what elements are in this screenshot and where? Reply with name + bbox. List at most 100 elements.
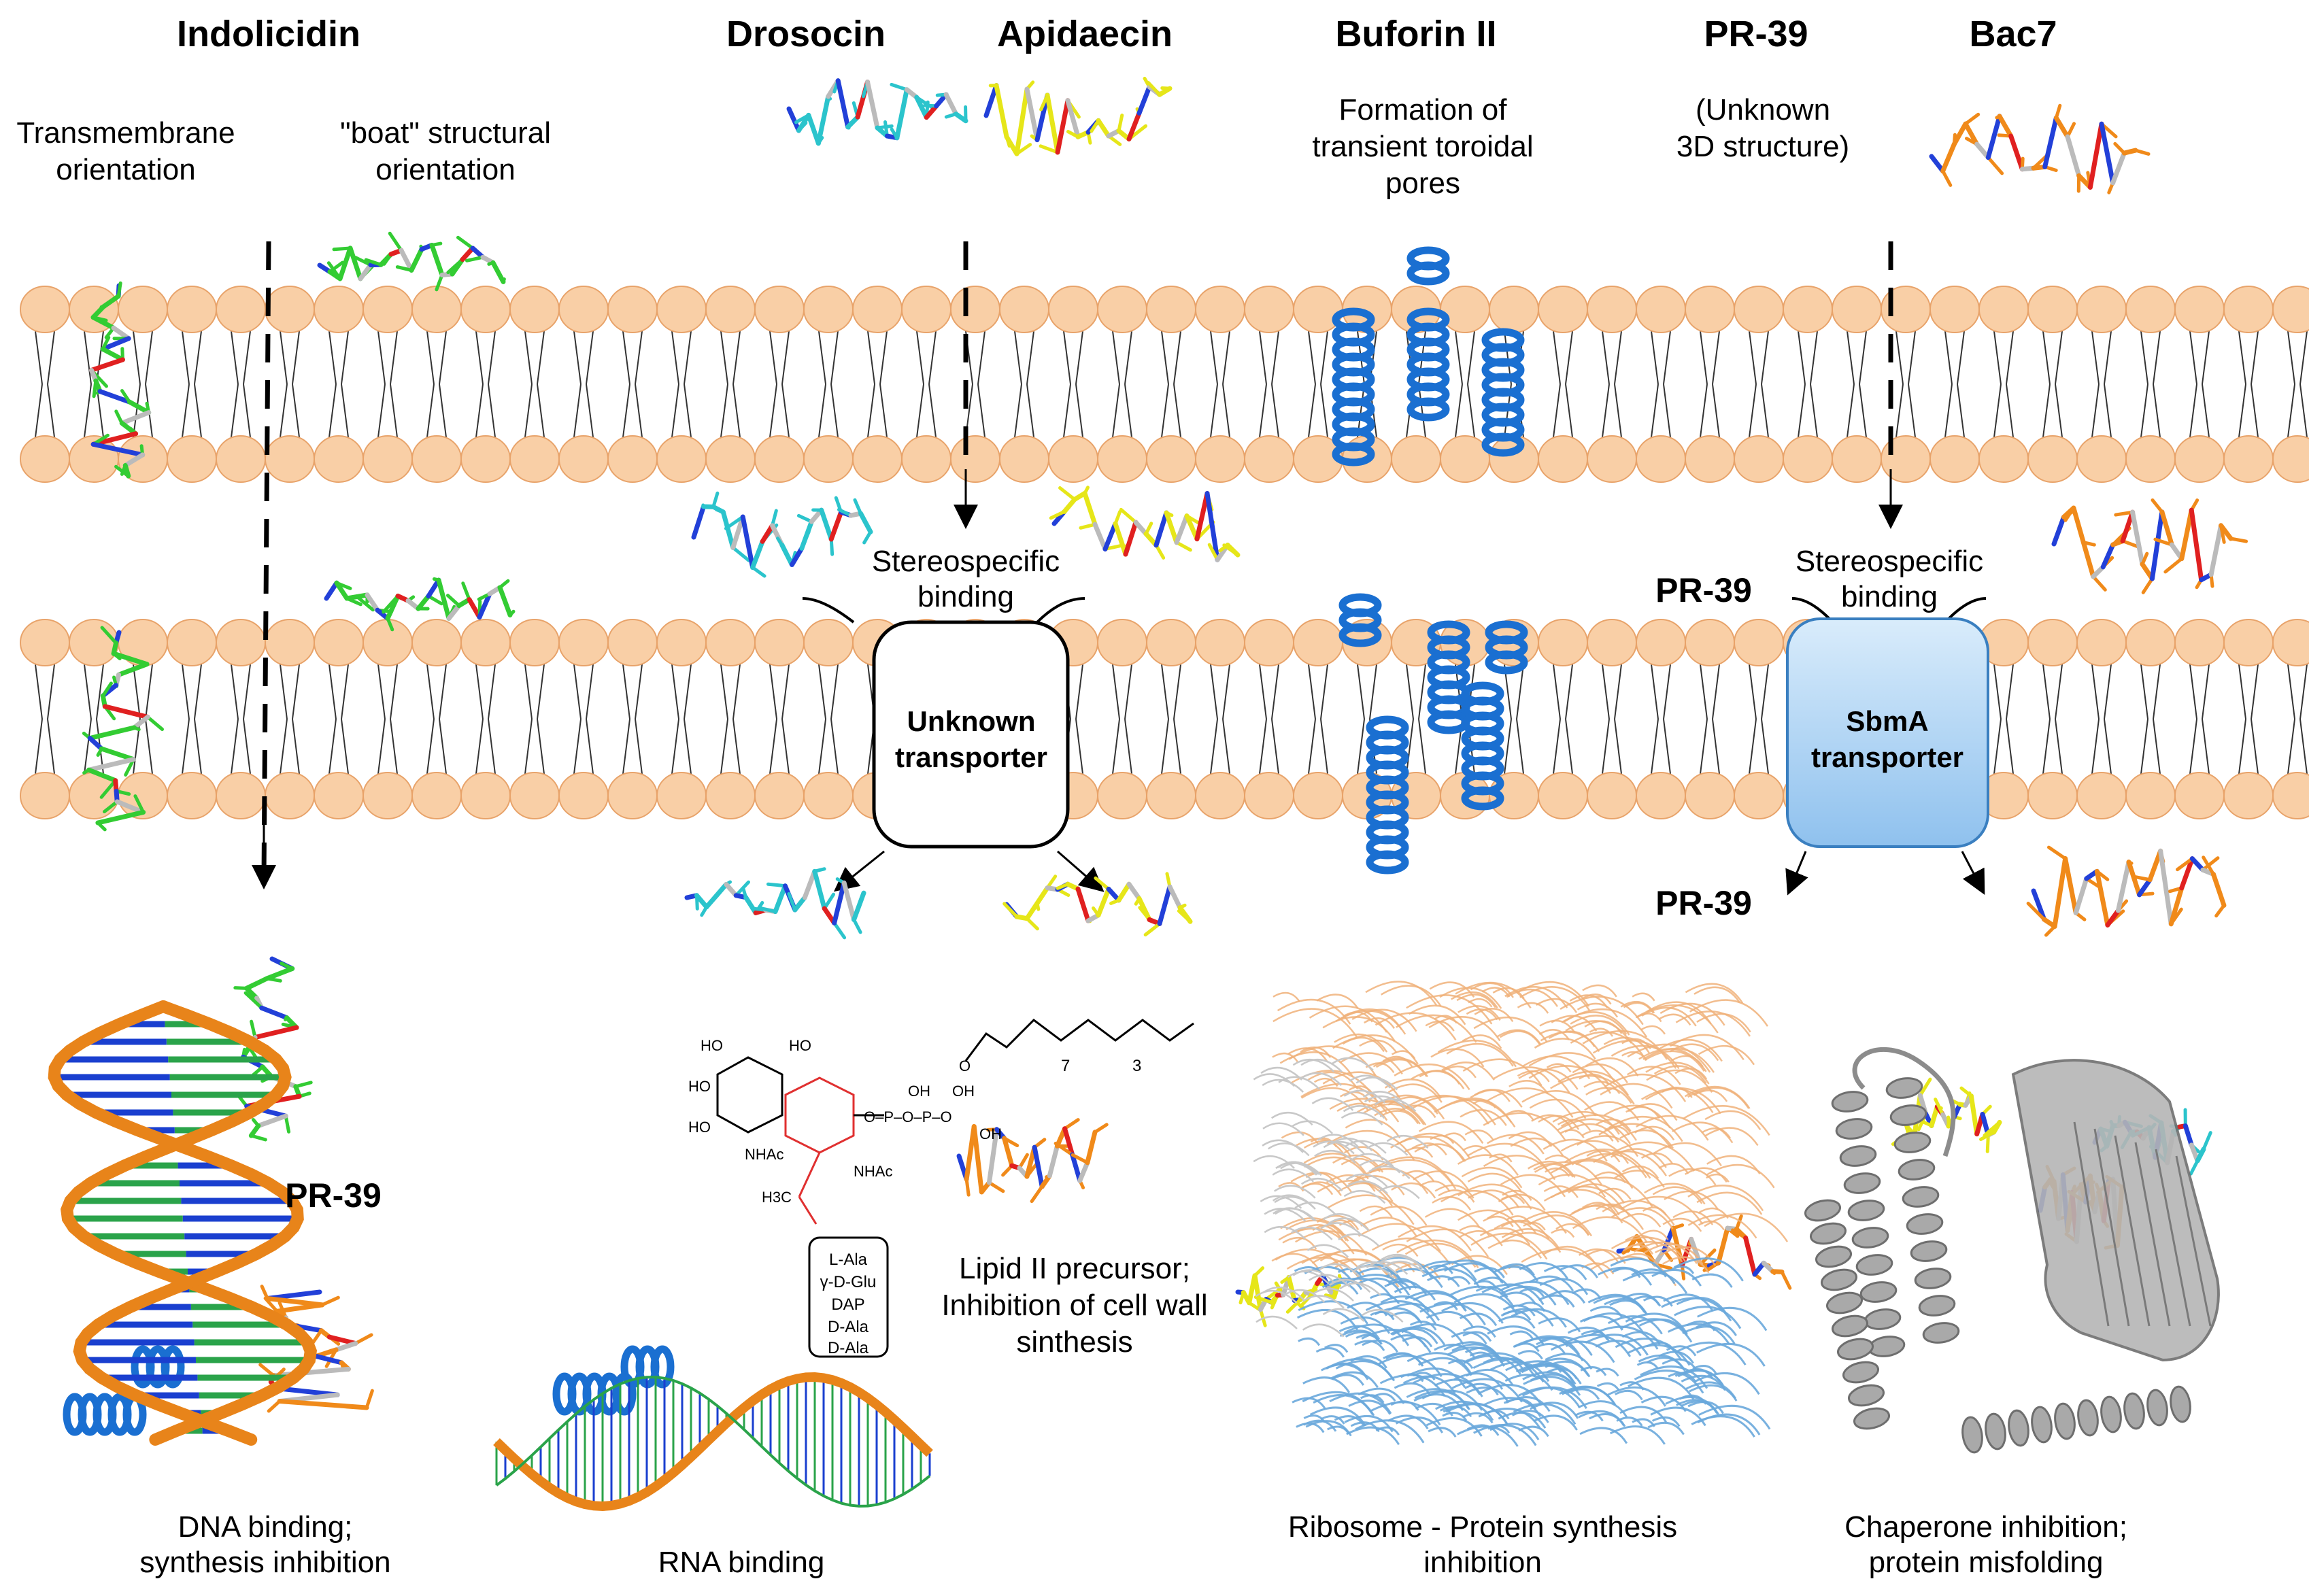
lipid-head [412,436,461,482]
lipid-tail [623,719,630,775]
lipid-tail [1664,719,1670,775]
peptide-sticks [1005,874,1190,935]
lipid-tail [1260,719,1266,775]
ribosome-rrna-strand [1500,1031,1540,1045]
lipid-head [1538,436,1587,482]
label-transmembrane-2: orientation [56,153,195,186]
lipid-tail [2288,331,2295,384]
lipid-tail [1113,384,1119,437]
peptide-bond [2133,512,2142,564]
title-pr39: PR-39 [1704,14,1808,54]
lipid-tail [1076,384,1083,437]
lipid-tail [831,331,838,384]
lipid-head [853,436,902,482]
lipid-head [461,286,510,333]
lipid-tail [84,331,91,384]
lipid-tail [1664,331,1670,384]
lipid-head [2273,286,2309,333]
peptide-sticks [1932,105,2148,192]
lipid-tail [182,664,189,719]
lipid-tail [2288,384,2295,437]
chaperone-helix-turn [1893,1130,1932,1154]
peptide-side-chain [892,84,907,89]
lipid-head [608,619,657,666]
lipid-tail [439,384,446,437]
lipid-head [1049,436,1098,482]
lipid-tail [329,384,336,437]
peptide-side-chain [1060,488,1075,500]
lipid-tail [733,384,740,437]
lipid-head [510,772,559,819]
lipid-tail [929,384,936,437]
ribosome-rrna-strand [1458,1210,1523,1232]
lipid-head [2224,286,2273,333]
peptide-side-chain [733,547,749,560]
lipid-tail [1076,664,1083,719]
peptide-bond [1049,1146,1057,1176]
lipid-tail [133,384,140,437]
peptide-bond [258,1116,286,1125]
lipid-tail [635,664,642,719]
lipid-head [363,772,412,819]
lipid-tail [1602,719,1609,775]
lipid-tail [195,331,201,384]
ribosome-protein-strand-grey [1303,1325,1344,1337]
lipid-tail [537,384,544,437]
peptide-bond [1177,516,1187,543]
lipid-tail [1064,384,1071,437]
ribosome-protein-strand [1647,1342,1675,1352]
ribosome-rrna-strand [1705,1111,1760,1130]
lipid-head [1294,772,1343,819]
rna-backbone [496,1377,930,1506]
chaperone-helix-turn [1847,1382,1885,1408]
lipid-tail [280,384,287,437]
lipid-tail [1847,331,1854,384]
label-pr39-dna: PR-39 [285,1176,382,1215]
lipid-tail [978,331,985,384]
lipid-tail [2104,384,2111,437]
lipid-tail [1468,331,1474,384]
chem-aa-2: γ-D-Glu [820,1273,877,1291]
lipid-tail [1859,384,1866,437]
ribosome-rrna-strand [1430,1136,1453,1144]
peptide-bond [2083,543,2093,577]
peptide-side-chain [2093,577,2106,590]
caption-rna: RNA binding [658,1546,825,1579]
peptide-side-chain [251,1136,265,1140]
lipid-head [20,436,69,482]
lipid-head [804,286,853,333]
chaperone-helix-turn [1841,1359,1880,1385]
chaperone-helix-turn [1830,1312,1869,1339]
peptide-side-chain [1988,158,2002,173]
peptide-bond [844,883,854,919]
chem-sub-7: 7 [1061,1057,1070,1075]
chaperone-helix-turn [1825,1289,1864,1316]
lipid-head [2028,436,2077,482]
chaperone-helix-turn [1960,1416,1984,1454]
lipid-tail [341,664,348,719]
chaperone-helix-turn [1847,1198,1885,1222]
lipid-tail [525,664,532,719]
peptide-bond [1098,120,1109,136]
lipid-tail [2092,664,2099,719]
lipid-tail [880,384,887,437]
lipid-tail [488,331,495,384]
lipid-head [510,619,559,666]
chem-ho-2: HO [688,1078,711,1095]
peptide-sticks [687,869,864,938]
lipid-tail [525,331,532,384]
sbma-transporter-label-2: transporter [1811,741,1964,773]
lipid-head [1294,619,1343,666]
chem-ho-4: HO [789,1037,811,1054]
lipid-tail [2239,664,2246,719]
lipid-tail [917,331,924,384]
peptide-bond [694,507,703,537]
peptide-sticks [320,233,504,290]
dna-backbone [54,1006,298,1440]
lipid-tail [1957,331,1964,384]
lipid-head [706,286,755,333]
lipid-head [1832,436,1881,482]
lipid-tail [48,664,54,719]
ribosome-rrna-strand [1345,1120,1400,1138]
